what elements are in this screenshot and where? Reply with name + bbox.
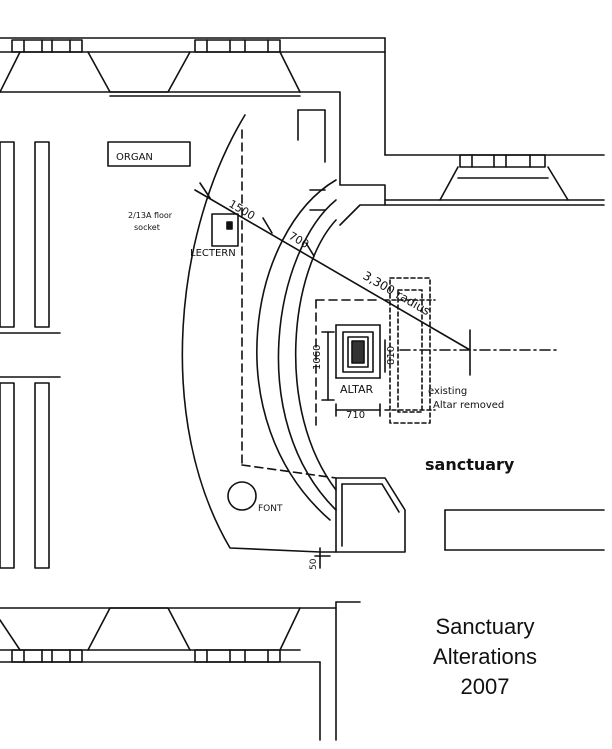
pews: [0, 141, 61, 569]
caption-line-1: Sanctuary: [435, 614, 535, 639]
chancel-steps: [181, 114, 337, 553]
altar-removed-label: Altar removed: [433, 400, 504, 411]
font-circle: [227, 481, 257, 511]
drawing-caption: Sanctuary Alterations 2007: [400, 612, 570, 702]
dimension-1060: 1060: [312, 345, 323, 370]
organ-label: ORGAN: [116, 152, 153, 163]
lectern-label: LECTERN: [190, 248, 236, 259]
socket-label-2: socket: [134, 223, 160, 232]
dimension-50: 50: [309, 558, 319, 570]
existing-label: existing: [428, 386, 467, 397]
altar-symbol: [321, 324, 386, 417]
dimension-810: 810: [386, 346, 397, 365]
radius-line: [194, 189, 471, 351]
sanctuary-label: sanctuary: [425, 455, 515, 474]
caption-line-3: 2007: [460, 674, 510, 699]
caption-line-2: Alterations: [433, 644, 537, 669]
font-label: FONT: [258, 504, 283, 514]
chancel-walls: [297, 91, 605, 553]
socket-label: 2/13A floor: [128, 211, 173, 220]
north-wall: [0, 37, 605, 156]
dimension-700: 700: [287, 229, 312, 251]
dashed-guides: [241, 129, 381, 479]
existing-altar-outline: [384, 277, 436, 424]
lectern-box: [211, 213, 239, 247]
dimension-710: 710: [346, 410, 365, 421]
organ-box: [107, 141, 191, 167]
altar-label: ALTAR: [340, 383, 374, 396]
south-wall: [0, 601, 361, 741]
